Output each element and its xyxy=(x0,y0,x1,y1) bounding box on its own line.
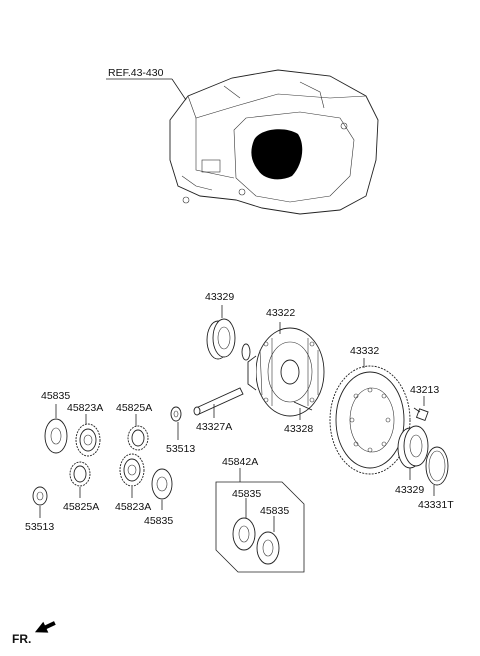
bearing-43329-top xyxy=(206,318,236,360)
label-45835-left: 45835 xyxy=(41,390,70,402)
label-45835-kit-b: 45835 xyxy=(260,505,289,517)
washer-45835-kit-b xyxy=(256,531,280,565)
front-label: FR. xyxy=(12,632,31,646)
label-43332: 43332 xyxy=(350,345,379,357)
front-arrow-icon xyxy=(34,621,56,633)
label-45825A-bottom: 45825A xyxy=(63,501,99,513)
differential-case-43322 xyxy=(247,327,325,417)
label-53513-left: 53513 xyxy=(25,521,54,533)
label-43329-top: 43329 xyxy=(205,291,234,303)
pin-43328 xyxy=(293,401,313,411)
bolt-43213 xyxy=(413,407,429,421)
shim-43331T xyxy=(425,446,449,486)
washer-45835-kit-a xyxy=(232,517,256,551)
pinion-gear-45825A-top xyxy=(127,425,149,451)
label-45842A: 45842A xyxy=(222,456,258,468)
washer-45835-left xyxy=(44,418,68,454)
transmission-housing xyxy=(169,69,379,215)
pinion-shaft-43327A xyxy=(193,387,244,416)
label-45835-kit-a: 45835 xyxy=(232,488,261,500)
label-45825A-top: 45825A xyxy=(116,402,152,414)
washer-53513-mid xyxy=(170,406,182,422)
label-43322: 43322 xyxy=(266,307,295,319)
label-45835-mid: 45835 xyxy=(144,515,173,527)
side-gear-45823A-bottom xyxy=(119,453,145,487)
label-45823A-top: 45823A xyxy=(67,402,103,414)
label-43213: 43213 xyxy=(410,384,439,396)
label-53513-mid: 53513 xyxy=(166,443,195,455)
ring-gear-43332 xyxy=(329,365,411,475)
label-45823A-bottom: 45823A xyxy=(115,501,151,513)
housing-opening xyxy=(251,129,303,180)
washer-53513-left xyxy=(32,486,48,506)
label-43327A: 43327A xyxy=(196,421,232,433)
label-43331T: 43331T xyxy=(418,499,454,511)
ref-leader xyxy=(171,78,187,101)
ref-label: REF.43-430 xyxy=(108,67,164,79)
side-gear-45823A-top xyxy=(75,423,101,457)
spacer-ring xyxy=(241,343,251,361)
kit-45842A-box xyxy=(215,481,305,573)
washer-45835-mid xyxy=(151,468,173,500)
pinion-gear-45825A-bottom xyxy=(69,461,91,487)
label-43328: 43328 xyxy=(284,423,313,435)
bearing-43329-bottom xyxy=(397,425,429,469)
label-43329-bottom: 43329 xyxy=(395,484,424,496)
